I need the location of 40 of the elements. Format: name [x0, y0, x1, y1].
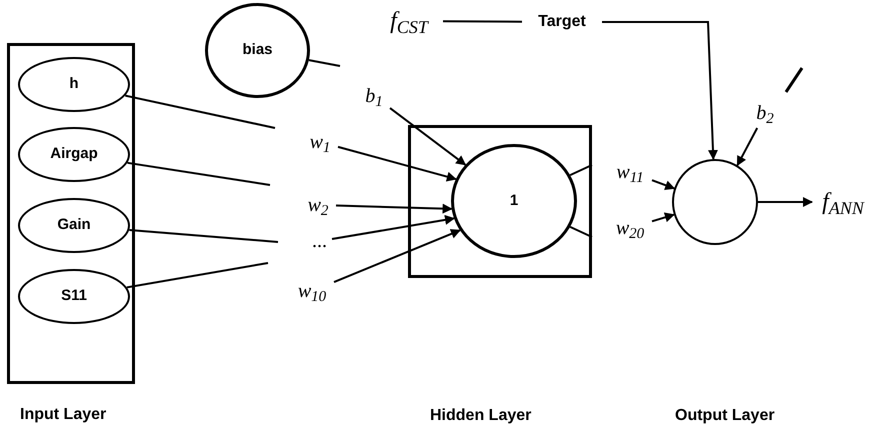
neuron-ellipse: 1	[451, 144, 577, 258]
arrow	[602, 21, 718, 160]
math-symbol: w$_{1}$	[302, 127, 338, 157]
arrow	[334, 229, 461, 283]
connector-line	[125, 94, 276, 129]
neuron-ellipse: h	[18, 57, 130, 112]
connector-line	[570, 164, 592, 176]
arrow	[338, 146, 457, 182]
arrow	[336, 204, 453, 214]
connector-line	[443, 20, 522, 23]
arrow	[332, 214, 455, 240]
connector-line	[126, 262, 268, 288]
neuron-ellipse: Airgap	[18, 127, 130, 182]
connector-line	[129, 228, 278, 243]
arrow	[652, 212, 675, 222]
neuron-ellipse: S11	[18, 269, 130, 324]
neuron-ellipse: bias	[205, 3, 310, 98]
arrow	[736, 128, 758, 166]
layer-frame	[408, 125, 592, 278]
target-label: Target	[522, 10, 602, 34]
neuron-ellipse: Gain	[18, 198, 130, 253]
math-symbol: w$_{2}$	[300, 190, 336, 220]
math-symbol: b$_{2}$	[749, 98, 781, 128]
layer-heading: Input Layer	[20, 405, 106, 425]
layer-frame	[7, 43, 135, 384]
connector-line	[127, 162, 270, 186]
connector-line	[570, 226, 592, 238]
math-symbol: f$_{CST}$	[375, 5, 443, 37]
math-symbol: w$_{11}$	[608, 158, 652, 186]
math-symbol: b$_{1}$	[358, 81, 390, 111]
math-symbol: f$_{ANN}$	[812, 186, 874, 218]
layer-heading: Output Layer	[675, 406, 775, 426]
arrow	[652, 179, 676, 190]
layer-heading: Hidden Layer	[430, 406, 532, 426]
math-symbol: ...	[308, 232, 332, 250]
math-symbol: w$_{10}$	[290, 277, 334, 305]
arrow	[389, 107, 466, 166]
arrow	[758, 197, 813, 207]
math-symbol: w$_{20}$	[608, 214, 652, 242]
connector-line	[308, 59, 340, 67]
